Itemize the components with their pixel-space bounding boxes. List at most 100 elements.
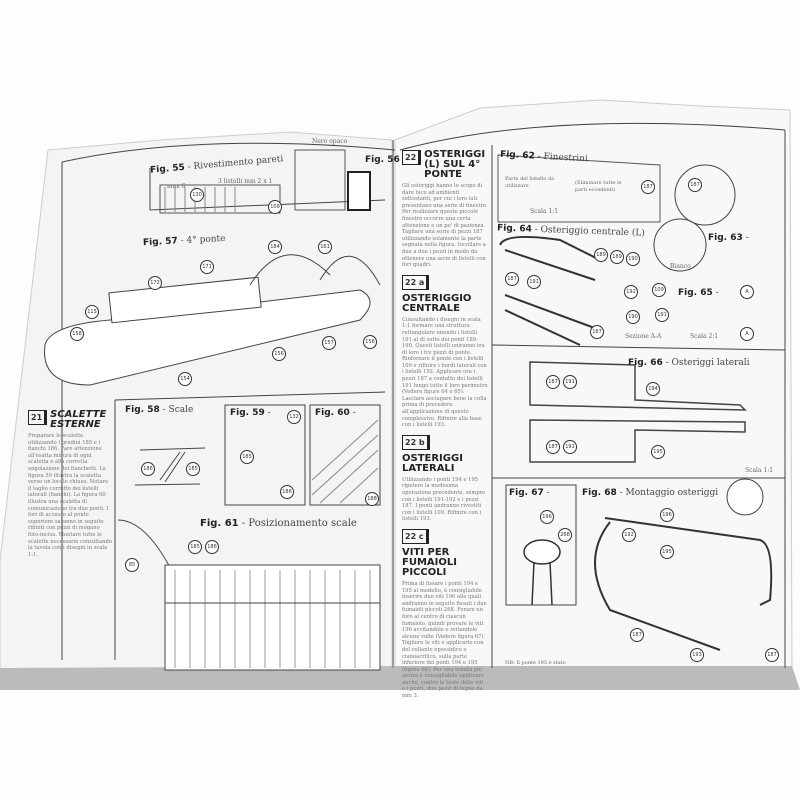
fig55-note: 3 listelli mm 2 x 1 bbox=[218, 178, 273, 185]
part-tag: 187 bbox=[505, 272, 519, 286]
fig55-note: max 6 bbox=[167, 183, 186, 190]
part-tag: 186 bbox=[205, 540, 219, 554]
fig62-label: Fig. 62 bbox=[499, 149, 536, 162]
part-tag: 268 bbox=[558, 528, 572, 542]
section-number: 22 c bbox=[402, 528, 429, 544]
section-title: SCALETTE ESTERNE bbox=[50, 409, 107, 430]
part-tag: 171 bbox=[200, 260, 214, 274]
part-tag: 191 bbox=[527, 275, 541, 289]
part-tag: 109 bbox=[652, 283, 666, 297]
part-tag: 187 bbox=[641, 180, 655, 194]
fig57-label: Fig. 57 bbox=[142, 236, 179, 249]
part-tag: 185 bbox=[186, 462, 200, 476]
fig65-label: Fig. 65 - bbox=[678, 288, 719, 298]
fig61-title: Posizionamento scale bbox=[248, 518, 357, 529]
part-tag: 189 bbox=[594, 248, 608, 262]
part-tag: 195 bbox=[660, 545, 674, 559]
part-tag: 196 bbox=[660, 508, 674, 522]
fig57-title: 4° ponte bbox=[186, 233, 226, 246]
part-tag: 187 bbox=[546, 440, 560, 454]
section-number: 21 bbox=[28, 410, 48, 425]
fig63-label: Fig. 63 - bbox=[708, 233, 749, 243]
part-tag: 172 bbox=[148, 276, 162, 290]
fig64-label: Fig. 64 bbox=[496, 223, 532, 235]
part-tag: 187 bbox=[630, 628, 644, 642]
fig68-title: Montaggio osteriggi bbox=[625, 488, 719, 498]
fig62-note: (Eliminare tutte le parti eccedenti) bbox=[575, 180, 622, 193]
section-body: Preparare le scalette utilizzando i grad… bbox=[28, 433, 112, 558]
fig59-label: Fig. 59 - bbox=[230, 408, 271, 418]
part-tag: 187 bbox=[590, 325, 604, 339]
section-number: 22 bbox=[402, 150, 422, 165]
part-tag: 156 bbox=[272, 347, 286, 361]
part-tag: 85 bbox=[125, 558, 139, 572]
section-body: Gli osteriggi hanno lo scopo di dare luc… bbox=[402, 183, 488, 269]
part-tag: 191 bbox=[655, 308, 669, 322]
part-tag: 190 bbox=[626, 310, 640, 324]
section-number: 22 a bbox=[402, 274, 430, 290]
fig60-label: Fig. 60 - bbox=[315, 408, 356, 418]
part-tag: 157 bbox=[322, 336, 336, 350]
section-22a: 22 a OSTERIGGIO CENTRALE Consultando i di… bbox=[402, 274, 488, 429]
section-body: Consultando i disegni in scala 1:1 forma… bbox=[402, 316, 488, 429]
fig61-label: Fig. 61 bbox=[200, 518, 239, 529]
fig62-note: Scala 1:1 bbox=[530, 208, 559, 215]
section-marker: A bbox=[740, 285, 754, 299]
part-tag: 161 bbox=[318, 240, 332, 254]
fig68-caption: Fig. 68 - Montaggio osteriggi bbox=[582, 488, 719, 498]
footnote: NB: Il ponte 195 è stato bbox=[505, 660, 566, 666]
section-title: OSTERIGGIO CENTRALE bbox=[402, 292, 472, 314]
fig58-caption: Fig. 58 - Scale bbox=[125, 405, 194, 415]
part-tag: 187 bbox=[688, 178, 702, 192]
part-tag: 194 bbox=[646, 382, 660, 396]
fig65-note: Scala 2:1 bbox=[690, 333, 719, 340]
part-tag: 115 bbox=[85, 305, 99, 319]
section-marker: A bbox=[740, 327, 754, 341]
part-tag: 192 bbox=[622, 528, 636, 542]
fig66-caption: Fig. 66 - Osteriggi laterali bbox=[628, 358, 750, 368]
part-tag: 186 bbox=[141, 462, 155, 476]
section-title: OSTERIGGI LATERALI bbox=[402, 452, 463, 474]
fig58-title: Scale bbox=[168, 405, 194, 415]
part-tag: 187 bbox=[765, 648, 779, 662]
part-tag: 196 bbox=[540, 510, 554, 524]
part-tag: 195 bbox=[651, 445, 665, 459]
part-tag: 185 bbox=[240, 450, 254, 464]
part-tag: 187 bbox=[546, 375, 560, 389]
fig68-label: Fig. 68 bbox=[582, 488, 617, 498]
part-tag: 156 bbox=[363, 335, 377, 349]
section-22c: 22 c VITI PER FUMAIOLI PICCOLI Prima di f… bbox=[402, 528, 488, 700]
part-tag: 185 bbox=[188, 540, 202, 554]
fig56-label: Fig. 56 bbox=[365, 155, 400, 165]
fig66-title: Osteriggi laterali bbox=[671, 358, 750, 368]
section-22b: 22 b OSTERIGGI LATERALI Utilizzando i pon… bbox=[402, 434, 488, 523]
fig58-label: Fig. 58 bbox=[125, 405, 160, 415]
part-tag: 184 bbox=[268, 240, 282, 254]
fig61-caption: Fig. 61 - Posizionamento scale bbox=[200, 518, 357, 529]
section-number: 22 b bbox=[402, 434, 430, 450]
section-body: Prima di fissare i ponti 194 e 195 al mo… bbox=[402, 580, 487, 700]
part-tag: 132 bbox=[287, 410, 301, 424]
part-tag: 190 bbox=[626, 252, 640, 266]
section-body: Utilizzando i ponti 194 e 195 ripetere l… bbox=[402, 476, 486, 523]
fig66-note: Scala 1:1 bbox=[745, 467, 774, 474]
part-tag: 191 bbox=[563, 440, 577, 454]
part-tag: 154 bbox=[178, 372, 192, 386]
section-title: OSTERIGGI (L) SUL 4° PONTE bbox=[424, 149, 486, 180]
part-tag: 188 bbox=[365, 492, 379, 506]
part-tag: 186 bbox=[280, 485, 294, 499]
section-title: VITI PER FUMAIOLI PICCOLI bbox=[402, 546, 457, 578]
part-tag: 193 bbox=[690, 648, 704, 662]
part-tag: 192 bbox=[624, 285, 638, 299]
part-tag: 191 bbox=[563, 375, 577, 389]
part-tag: 109 bbox=[268, 200, 282, 214]
fig55-note: Nero opaco bbox=[312, 138, 348, 145]
fig65-note: Sezione A-A bbox=[625, 333, 662, 340]
part-tag: 130 bbox=[190, 188, 204, 202]
part-tag: 189 bbox=[610, 250, 624, 264]
